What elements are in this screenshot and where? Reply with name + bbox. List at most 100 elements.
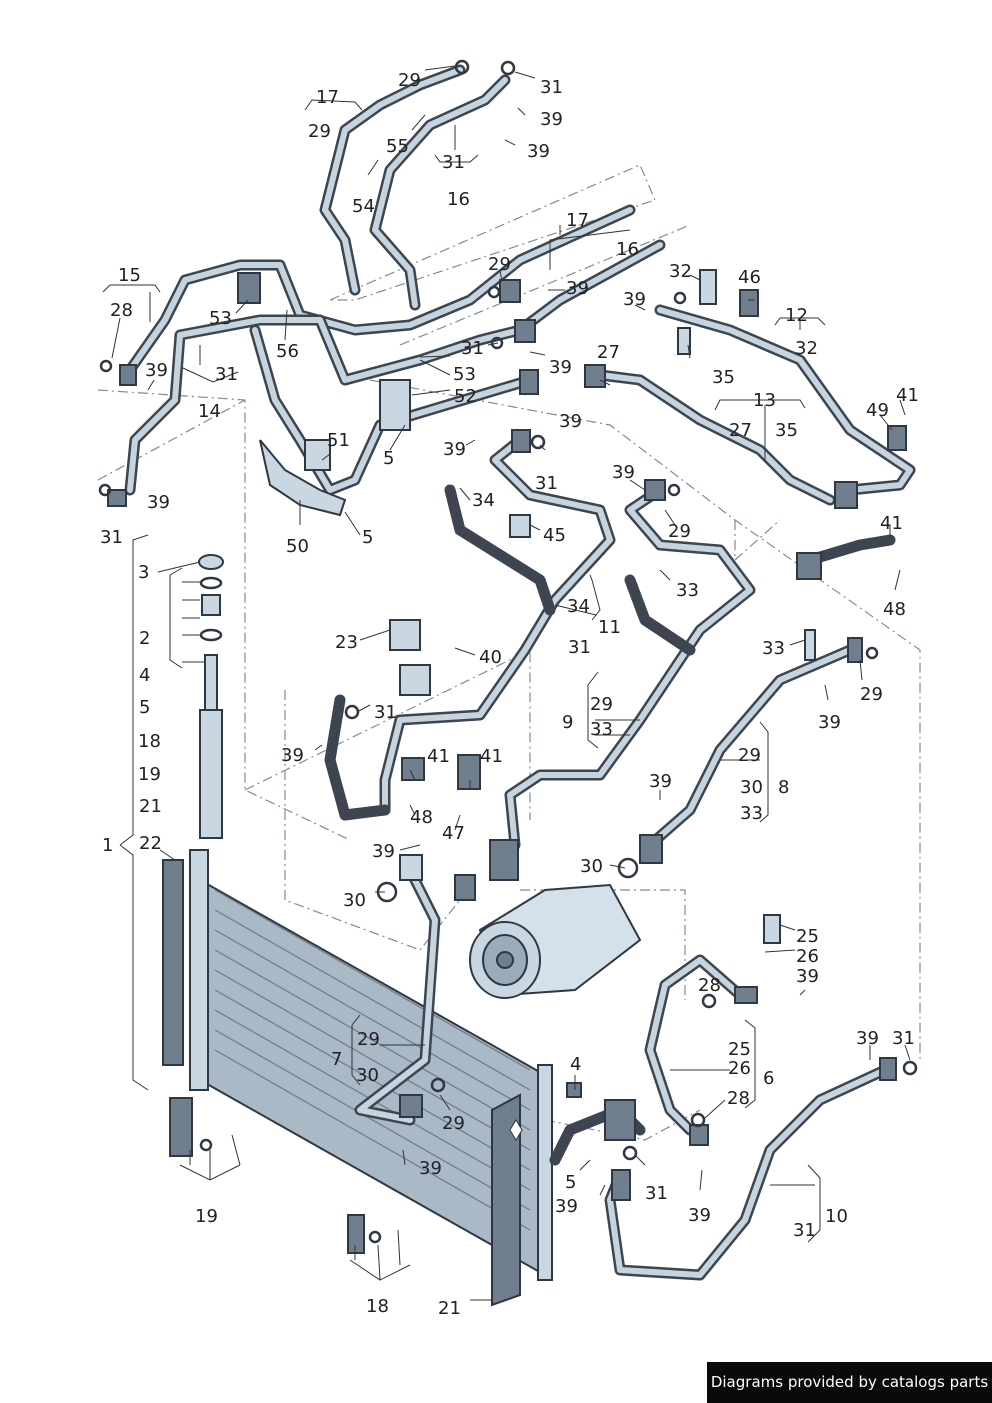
label-19: 19 — [195, 1206, 218, 1227]
label-29: 29 — [357, 1029, 380, 1050]
label-29: 29 — [398, 70, 421, 91]
label-31: 31 — [442, 152, 465, 173]
fittings — [98, 59, 918, 1254]
label-16: 16 — [447, 189, 470, 210]
label-39: 39 — [612, 462, 635, 483]
label-53: 53 — [209, 308, 232, 329]
label-31: 31 — [568, 637, 591, 658]
label-29: 29 — [442, 1113, 465, 1134]
label-10: 10 — [825, 1206, 848, 1227]
label-29: 29 — [590, 694, 613, 715]
label-5: 5 — [565, 1172, 576, 1193]
label-41: 41 — [427, 746, 450, 767]
catalog-credit-badge: Diagrams provided by catalogs parts — [707, 1362, 992, 1403]
label-27: 27 — [729, 420, 752, 441]
label-49: 49 — [866, 400, 889, 421]
label-39: 39 — [372, 841, 395, 862]
label-17: 17 — [566, 210, 589, 231]
label-39: 39 — [145, 360, 168, 381]
label-48: 48 — [410, 807, 433, 828]
dryer-cartridge — [198, 554, 224, 839]
label-48: 48 — [883, 599, 906, 620]
label-39: 39 — [555, 1196, 578, 1217]
label-18: 18 — [366, 1296, 389, 1317]
label-31: 31 — [535, 473, 558, 494]
label-50: 50 — [286, 536, 309, 557]
label-31: 31 — [540, 77, 563, 98]
label-39: 39 — [649, 771, 672, 792]
label-16: 16 — [616, 239, 639, 260]
label-31: 31 — [793, 1220, 816, 1241]
label-7: 7 — [331, 1049, 342, 1070]
label-47: 47 — [442, 823, 465, 844]
label-33: 33 — [676, 580, 699, 601]
label-4: 4 — [570, 1054, 581, 1075]
label-26: 26 — [796, 946, 819, 967]
label-14: 14 — [198, 401, 221, 422]
label-29: 29 — [668, 521, 691, 542]
label-31: 31 — [461, 338, 484, 359]
label-15: 15 — [118, 265, 141, 286]
label-9: 9 — [562, 712, 573, 733]
label-52: 52 — [454, 386, 477, 407]
label-22: 22 — [139, 833, 162, 854]
label-35: 35 — [712, 367, 735, 388]
condenser — [162, 849, 553, 1307]
label-39: 39 — [818, 712, 841, 733]
label-28: 28 — [110, 300, 133, 321]
label-31: 31 — [892, 1028, 915, 1049]
label-13: 13 — [753, 390, 776, 411]
label-39: 39 — [688, 1205, 711, 1226]
label-1: 1 — [102, 835, 113, 856]
label-39: 39 — [540, 109, 563, 130]
label-5: 5 — [383, 448, 394, 469]
label-40: 40 — [479, 647, 502, 668]
label-45: 45 — [543, 525, 566, 546]
label-30: 30 — [343, 890, 366, 911]
label-31: 31 — [374, 702, 397, 723]
label-41: 41 — [480, 746, 503, 767]
label-53: 53 — [453, 364, 476, 385]
label-8: 8 — [778, 777, 789, 798]
label-30: 30 — [356, 1065, 379, 1086]
label-41: 41 — [896, 385, 919, 406]
label-5: 5 — [139, 697, 150, 718]
label-11: 11 — [598, 617, 621, 638]
label-39: 39 — [281, 745, 304, 766]
label-51: 51 — [327, 430, 350, 451]
label-30: 30 — [580, 856, 603, 877]
label-21: 21 — [438, 1298, 461, 1319]
label-25: 25 — [796, 926, 819, 947]
label-31: 31 — [215, 364, 238, 385]
label-39: 39 — [623, 289, 646, 310]
label-34: 34 — [567, 596, 590, 617]
label-19: 19 — [138, 764, 161, 785]
label-29: 29 — [308, 121, 331, 142]
label-31: 31 — [100, 527, 123, 548]
leader-lines — [102, 65, 911, 1301]
label-30: 30 — [740, 777, 763, 798]
label-17: 17 — [316, 87, 339, 108]
label-31: 31 — [645, 1183, 668, 1204]
label-5: 5 — [362, 527, 373, 548]
part-labels: 29 31 17 39 29 55 39 31 16 54 17 16 29 1… — [100, 70, 919, 1319]
label-28: 28 — [698, 975, 721, 996]
label-25: 25 — [728, 1039, 751, 1060]
label-39: 39 — [796, 966, 819, 987]
label-39: 39 — [549, 357, 572, 378]
label-29: 29 — [738, 745, 761, 766]
label-39: 39 — [527, 141, 550, 162]
label-33: 33 — [740, 803, 763, 824]
label-41: 41 — [880, 513, 903, 534]
label-26: 26 — [728, 1058, 751, 1079]
label-32: 32 — [669, 261, 692, 282]
label-12: 12 — [785, 305, 808, 326]
label-29: 29 — [860, 684, 883, 705]
label-27: 27 — [597, 342, 620, 363]
label-39: 39 — [566, 278, 589, 299]
label-35: 35 — [775, 420, 798, 441]
label-34: 34 — [472, 490, 495, 511]
label-56: 56 — [276, 341, 299, 362]
label-4: 4 — [139, 665, 150, 686]
